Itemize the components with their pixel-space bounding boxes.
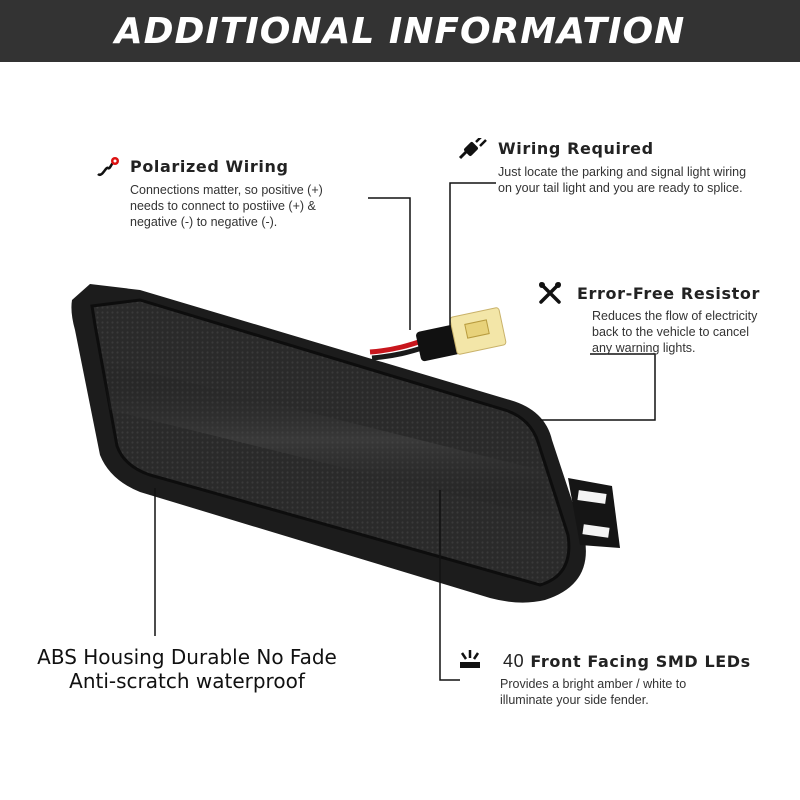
housing-line-2: Anti-scratch waterproof: [69, 669, 305, 693]
error-free-resistor-title: Error-Free Resistor: [577, 284, 760, 303]
wiring-snake-icon: [96, 156, 120, 183]
led-title: Front Facing SMD LEDs: [530, 652, 751, 671]
wrench-screwdriver-icon: [538, 281, 562, 310]
light-icon: [458, 648, 482, 675]
resistor-desc-line-2: back to the vehicle to cancel: [592, 325, 750, 339]
led-count: 40: [503, 651, 525, 671]
wiring-desc-line-1: Just locate the parking and signal light…: [498, 165, 747, 179]
polarized-wiring-title: Polarized Wiring: [130, 157, 289, 176]
error-free-resistor-desc: Reduces the flow of electricity back to …: [592, 308, 757, 356]
led-title-row: 40 Front Facing SMD LEDs: [503, 651, 751, 672]
resistor-desc-line-1: Reduces the flow of electricity: [592, 309, 758, 323]
wiring-desc-line-2: on your tail light and you are ready to …: [498, 181, 743, 195]
header-banner: ADDITIONAL INFORMATION: [0, 0, 800, 62]
led-desc-line-1: Provides a bright amber / white to: [500, 677, 687, 691]
lamp-housing: [71, 284, 620, 603]
banner-title: ADDITIONAL INFORMATION: [114, 10, 686, 52]
polarized-desc-line-1: Connections matter, so positive (+): [130, 183, 323, 197]
led-desc-line-2: illuminate your side fender.: [500, 693, 649, 707]
wiring-required-title: Wiring Required: [498, 139, 654, 158]
polarized-wiring-desc: Connections matter, so positive (+) need…: [130, 182, 323, 230]
connector-plug: [449, 307, 507, 355]
leader-lines: [154, 182, 656, 681]
polarized-desc-line-3: negative (-) to negative (-).: [130, 215, 278, 229]
housing-label: ABS Housing Durable No Fade Anti-scratch…: [30, 645, 344, 693]
led-desc: Provides a bright amber / white to illum…: [500, 676, 686, 708]
housing-line-1: ABS Housing Durable No Fade: [37, 645, 337, 669]
resistor-desc-line-3: any warning lights.: [592, 341, 696, 355]
plug-icon: [458, 135, 488, 165]
polarized-desc-line-2: needs to connect to postiive (+) &: [130, 199, 316, 213]
wiring-required-desc: Just locate the parking and signal light…: [498, 164, 746, 196]
wire-harness: [369, 324, 460, 362]
